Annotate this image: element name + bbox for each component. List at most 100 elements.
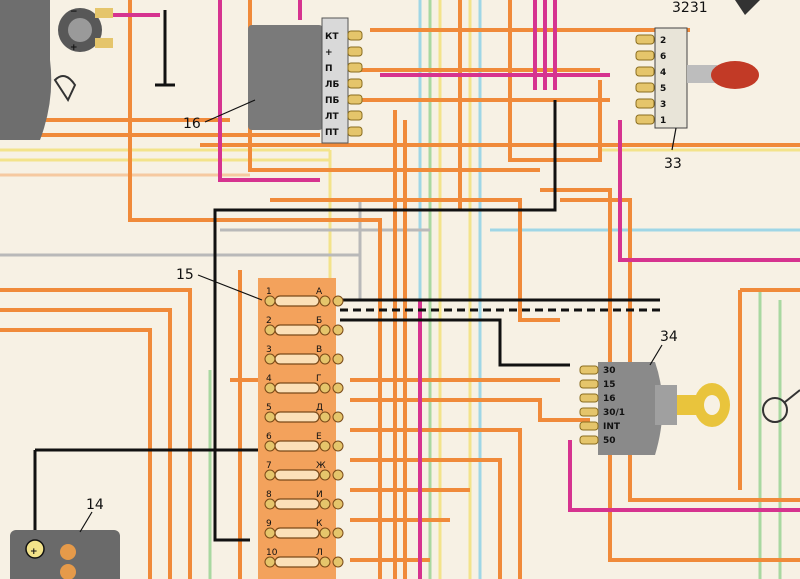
fuse-element bbox=[274, 556, 320, 568]
fuse-element bbox=[274, 411, 320, 423]
relay-pin-terminal bbox=[347, 110, 363, 121]
fuse-number: 8 bbox=[266, 490, 272, 500]
wire-black bbox=[33, 10, 660, 548]
leader-14 bbox=[79, 511, 93, 533]
leader-34 bbox=[649, 344, 663, 366]
fuse-terminal-right bbox=[332, 353, 344, 365]
switch33-pin-terminal bbox=[635, 34, 655, 45]
ignition-pin-label: 50 bbox=[603, 436, 616, 446]
label-top-code: 3231 bbox=[672, 0, 708, 16]
fuse-number: 1 bbox=[266, 287, 272, 297]
fuse-number: 9 bbox=[266, 519, 272, 529]
fuse-terminal-right bbox=[332, 411, 344, 423]
ignition-pin-terminal bbox=[579, 393, 599, 403]
fuse-letter: А bbox=[316, 287, 323, 297]
leader-16 bbox=[204, 99, 256, 123]
label-fuse-box-15: 15 bbox=[176, 267, 194, 283]
switch33-pin-terminal bbox=[635, 50, 655, 61]
switch33-pin-terminal bbox=[635, 114, 655, 125]
fuse-contact-left bbox=[264, 440, 276, 452]
switch33-pin-label: 2 bbox=[660, 36, 666, 46]
ignition-pin-terminal bbox=[579, 435, 599, 445]
fuse-contact-left bbox=[264, 324, 276, 336]
fuse-terminal-right bbox=[332, 295, 344, 307]
leader-33 bbox=[671, 127, 677, 151]
relay-pin-label: ПТ bbox=[325, 128, 340, 138]
relay-pin-terminal bbox=[347, 46, 363, 57]
fuse-letter: В bbox=[316, 345, 322, 355]
fuse-terminal-right bbox=[332, 469, 344, 481]
switch33-pin-label: 1 bbox=[660, 116, 666, 126]
switch-33-pins: 2 6 4 5 3 1 bbox=[635, 34, 666, 126]
fuse-number: 2 bbox=[266, 316, 272, 326]
fuse-number: 3 bbox=[266, 345, 272, 355]
fuse-contact-right bbox=[319, 411, 331, 423]
relay-pin-label: КТ bbox=[325, 32, 339, 42]
fuse-letter: Ж bbox=[316, 461, 326, 471]
fuse-contact-left bbox=[264, 469, 276, 481]
fuse-contact-right bbox=[319, 382, 331, 394]
fuse-letter: Г bbox=[316, 374, 322, 384]
switch33-pin-terminal bbox=[635, 66, 655, 77]
fuse-contact-right bbox=[319, 324, 331, 336]
fuse-terminal-right bbox=[332, 527, 344, 539]
fuse-element bbox=[274, 498, 320, 510]
fuse-terminal-right bbox=[332, 382, 344, 394]
switch33-pin-label: 6 bbox=[660, 52, 666, 62]
connector-top-left: − + bbox=[0, 0, 113, 140]
ignition-pin-label: 16 bbox=[603, 394, 616, 404]
fuse-terminal-right bbox=[332, 324, 344, 336]
ignition-pin-terminal bbox=[579, 365, 599, 375]
battery-14: + bbox=[10, 530, 120, 579]
ignition-pin-label: INT bbox=[603, 422, 621, 432]
fuse-contact-left bbox=[264, 353, 276, 365]
ignition-pin-label: 30 bbox=[603, 366, 616, 376]
fuse-element bbox=[274, 440, 320, 452]
fuse-element bbox=[274, 324, 320, 336]
ignition-pin-terminal bbox=[579, 421, 599, 431]
fuse-element bbox=[274, 353, 320, 365]
lamp-right bbox=[762, 389, 800, 423]
label-ignition-34: 34 bbox=[660, 329, 678, 345]
fuse-number: 4 bbox=[266, 374, 272, 384]
fuse-contact-right bbox=[319, 353, 331, 365]
ignition-pin-label: 15 bbox=[603, 380, 616, 390]
fuse-contact-right bbox=[319, 469, 331, 481]
fuse-letter: К bbox=[316, 519, 323, 529]
switch33-pin-label: 4 bbox=[660, 68, 666, 78]
fuse-terminal-right bbox=[332, 556, 344, 568]
fuse-terminal-right bbox=[332, 440, 344, 452]
relay-pin-terminal bbox=[347, 30, 363, 41]
fuse-letter: И bbox=[316, 490, 323, 500]
switch33-pin-terminal bbox=[635, 98, 655, 109]
fuse-contact-right bbox=[319, 556, 331, 568]
fuse-contact-left bbox=[264, 382, 276, 394]
ignition-pin-terminal bbox=[579, 407, 599, 417]
relay-pin-terminal bbox=[347, 126, 363, 137]
fuse-number: 6 bbox=[266, 432, 272, 442]
label-switch-33: 33 bbox=[664, 156, 682, 172]
fuse-element bbox=[274, 382, 320, 394]
ignition-pin-terminal bbox=[579, 379, 599, 389]
fuse-letter: Л bbox=[316, 548, 323, 558]
switch33-pin-terminal bbox=[635, 82, 655, 93]
relay-pin-label: ПБ bbox=[325, 96, 340, 106]
fuse-contact-right bbox=[319, 498, 331, 510]
fuse-contact-right bbox=[319, 440, 331, 452]
fuse-letter: Б bbox=[316, 316, 322, 326]
relay-pin-label: + bbox=[325, 48, 333, 58]
fuse-contact-right bbox=[319, 295, 331, 307]
svg-text:−: − bbox=[70, 7, 78, 17]
label-battery-14: 14 bbox=[86, 497, 104, 513]
ignition-pin-label: 30/1 bbox=[603, 408, 625, 418]
switch33-pin-label: 3 bbox=[660, 100, 666, 110]
fuse-contact-left bbox=[264, 498, 276, 510]
switch33-pin-label: 5 bbox=[660, 84, 666, 94]
fuse-letter: Д bbox=[316, 403, 323, 413]
fuse-element bbox=[274, 469, 320, 481]
